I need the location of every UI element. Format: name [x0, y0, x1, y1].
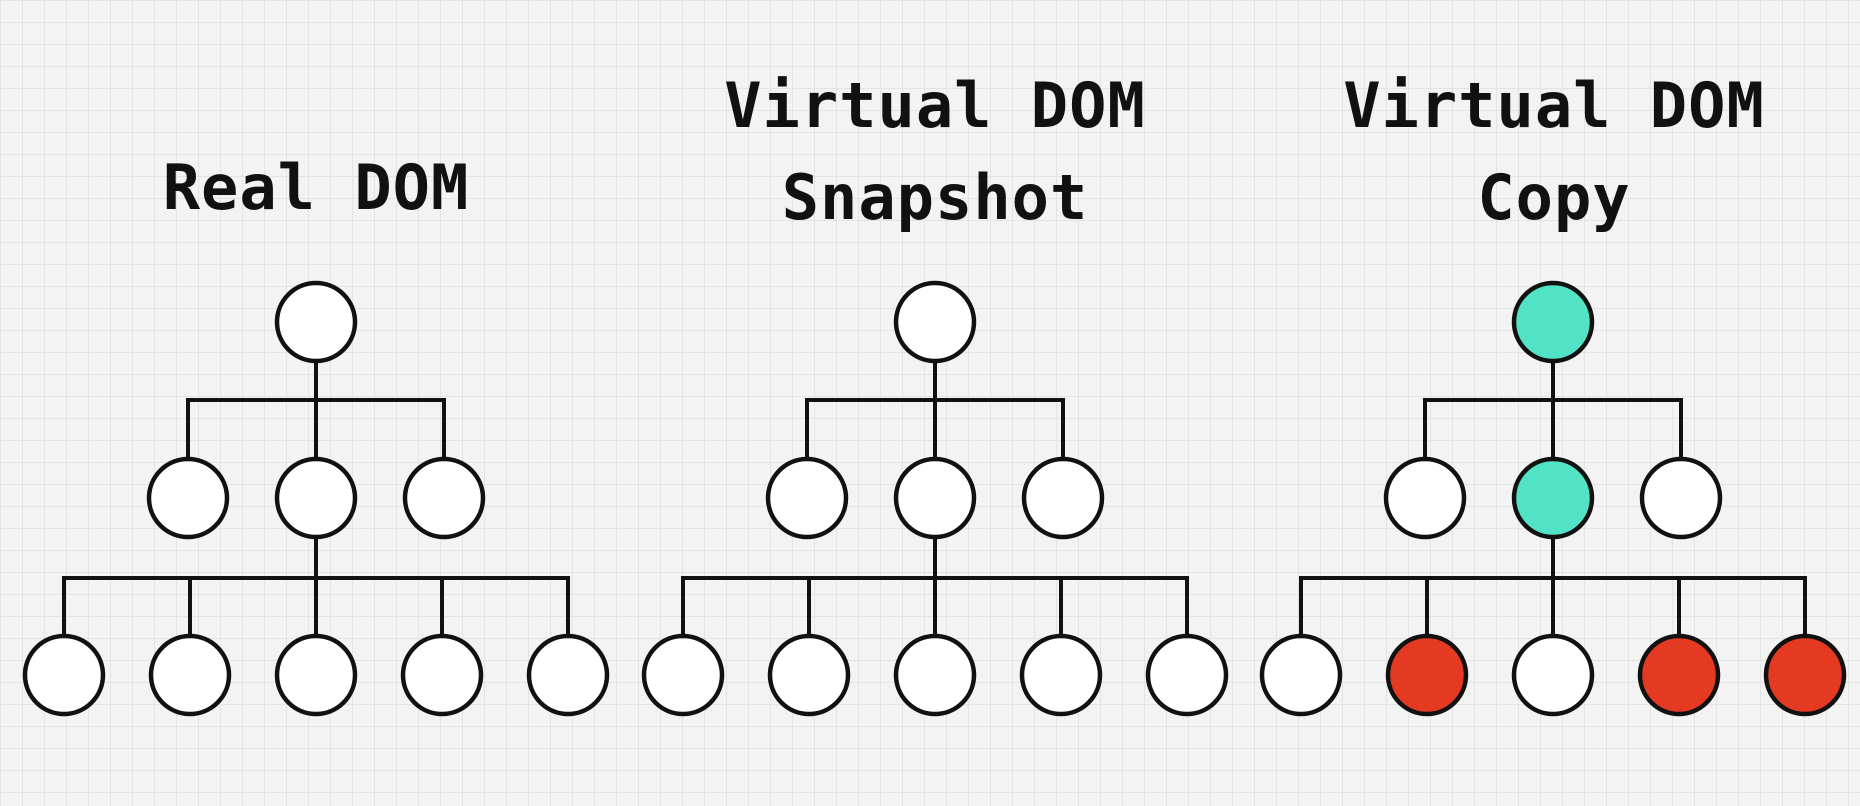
virtual-dom-snapshot-title: Virtual DOM Snapshot [655, 60, 1215, 244]
real-dom-title-line-1: Real DOM [162, 151, 470, 224]
real-node-l1a-default [146, 456, 230, 540]
copy-tree [1259, 280, 1847, 717]
snapshot-node-l2e-default [1145, 633, 1229, 717]
virtual-dom-snapshot-title-line-2: Snapshot [781, 161, 1089, 234]
real-connectors [62, 361, 570, 636]
real-node-l2a-default [22, 633, 106, 717]
copy-node-l2c-default [1511, 633, 1595, 717]
copy-node-l2b-updated [1385, 633, 1469, 717]
copy-node-l2a-default [1259, 633, 1343, 717]
snapshot-tree [641, 280, 1229, 717]
copy-node-root-changed [1511, 280, 1595, 364]
snapshot-node-l1b-default [893, 456, 977, 540]
snapshot-node-l2c-default [893, 633, 977, 717]
real-node-l2e-default [526, 633, 610, 717]
real-node-l2b-default [148, 633, 232, 717]
virtual-dom-copy-title: Virtual DOM Copy [1274, 60, 1834, 244]
copy-connectors [1299, 361, 1807, 636]
snapshot-node-l2d-default [1019, 633, 1103, 717]
copy-node-l1b-changed [1511, 456, 1595, 540]
snapshot-node-l1a-default [765, 456, 849, 540]
real-node-root-default [274, 280, 358, 364]
virtual-dom-copy-title-line-2: Copy [1477, 161, 1631, 234]
snapshot-node-root-default [893, 280, 977, 364]
real-dom-title: Real DOM [36, 142, 596, 234]
copy-node-l2e-updated [1763, 633, 1847, 717]
snapshot-connectors [681, 361, 1189, 636]
copy-node-l1a-default [1383, 456, 1467, 540]
real-node-l1b-default [274, 456, 358, 540]
virtual-dom-snapshot-title-line-1: Virtual DOM [724, 69, 1146, 142]
snapshot-node-l1c-default [1021, 456, 1105, 540]
real-node-l2d-default [400, 633, 484, 717]
virtual-dom-copy-title-line-1: Virtual DOM [1343, 69, 1765, 142]
copy-node-l2d-updated [1637, 633, 1721, 717]
snapshot-node-l2a-default [641, 633, 725, 717]
real-tree [22, 280, 610, 717]
snapshot-node-l2b-default [767, 633, 851, 717]
real-node-l1c-default [402, 456, 486, 540]
real-node-l2c-default [274, 633, 358, 717]
copy-node-l1c-default [1639, 456, 1723, 540]
